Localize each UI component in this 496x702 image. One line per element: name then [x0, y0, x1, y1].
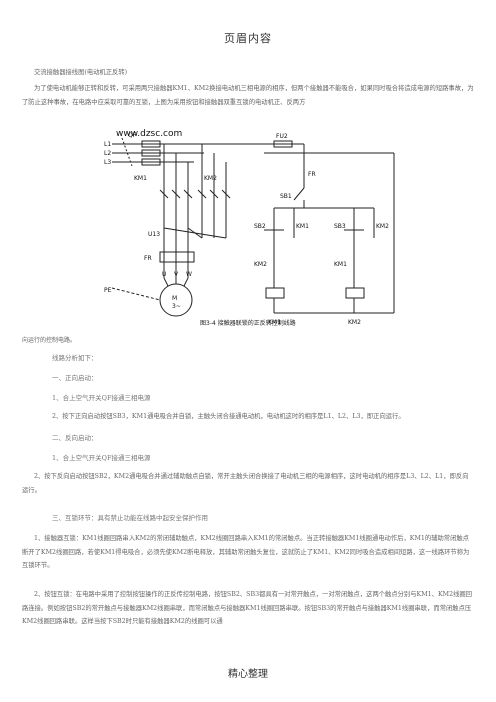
section-1-title: 一、正向启动： [52, 374, 98, 382]
section-3-body-2: 2、按钮互锁：在电路中采用了控制按钮操作的正反传控制电路，按钮SB2、SB3都具… [22, 591, 473, 625]
section-2-title: 二、反向启动： [52, 434, 98, 442]
section-3-title: 三、互锁环节：具有禁止功能在线路中起安全保护作用 [52, 514, 208, 522]
label-coil-km2: KM2 [348, 319, 361, 326]
label-qf: QF [128, 132, 137, 139]
label-km1-main: KM1 [134, 175, 147, 182]
analysis-title: 线路分析如下： [52, 354, 98, 362]
figure-caption: 图3-4 接触器联锁的正反转控制线路 [200, 320, 296, 327]
section-3-body: 1、接触器互锁：KM1线圈回路串入KM2的常闭辅助触点，KM2线圈回路串入KM1… [22, 535, 470, 569]
label-u: U [162, 271, 166, 278]
circuit-diagram: www.dzsc.com QF L1 L2 L3 KM1 KM2 U13 FR … [104, 129, 395, 326]
page-footer: 精心整理 [228, 669, 268, 680]
label-w: W [186, 271, 192, 278]
label-sb3: SB3 [334, 223, 346, 230]
page-header: 页眉内容 [224, 32, 272, 45]
label-v: V [174, 271, 179, 278]
section-1-body-2: 2、按下正向启动按钮SB3，KM1通电吸合并自锁，主触头闭合接通电动机，电动机这… [52, 413, 405, 420]
label-motor: M [172, 295, 177, 302]
label-u13: U13 [148, 231, 160, 238]
label-sb1: SB1 [280, 193, 292, 200]
label-motor-sub: 3~ [172, 303, 181, 310]
label-km2-b: KM2 [254, 261, 267, 268]
figure-caption-prefix: 向运行的控制电路。 [22, 337, 77, 344]
label-fu2: FU2 [276, 133, 288, 140]
label-l3: L3 [104, 159, 111, 166]
intro-paragraph: 为了使电动机能够正转和反转，可采用两只接触器KM1、KM2换接电动机三相电源的相… [22, 85, 474, 106]
label-pe: PE [104, 287, 112, 294]
watermark: www.dzsc.com [116, 129, 182, 139]
label-km2-a: KM2 [376, 223, 389, 230]
subtitle: 交流接触器接线图(电动机正反转) [34, 69, 128, 76]
section-2-body: 1、合上空气开关QF接通三相电源 [52, 454, 151, 462]
label-coil-km1: KM1 [268, 319, 281, 326]
label-fr-main: FR [144, 255, 152, 262]
label-l1: L1 [104, 141, 111, 148]
label-l2: L2 [104, 150, 111, 157]
label-sb2: SB2 [254, 223, 266, 230]
label-km1-a: KM1 [296, 223, 309, 230]
label-km1-b: KM1 [334, 261, 347, 268]
label-fr-ctrl: FR [308, 171, 316, 178]
section-1-body: 1、合上空气开关QF接通三相电源 [52, 394, 151, 402]
section-2-body-2: 2、按下反向启动按钮SB2，KM2通电吸合并通过辅助触点自锁，常开主触头闭合换接… [22, 473, 469, 494]
label-km2-main: KM2 [204, 175, 217, 182]
